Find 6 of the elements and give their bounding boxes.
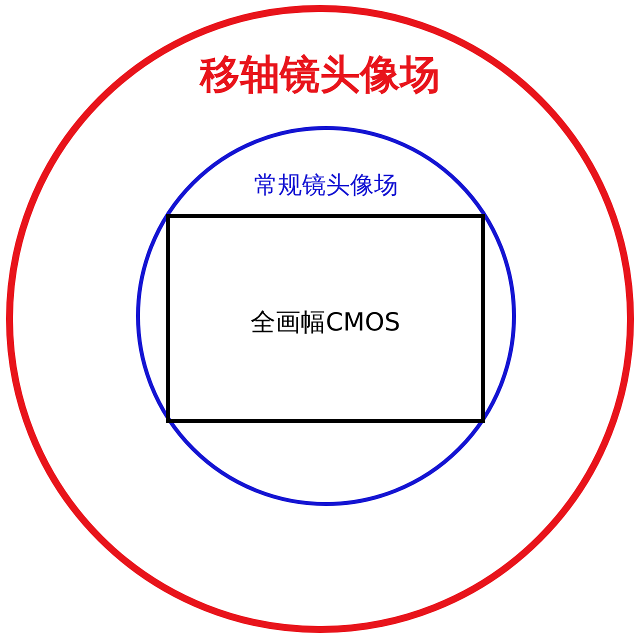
inner-image-circle [136, 126, 516, 506]
circle-label: 常规镜头像场 [254, 173, 398, 197]
sensor-rectangle [166, 214, 485, 423]
sensor-label: 全画幅CMOS [250, 310, 400, 334]
outer-image-circle [6, 5, 634, 633]
circle-label: 移轴镜头像场 [200, 55, 440, 95]
